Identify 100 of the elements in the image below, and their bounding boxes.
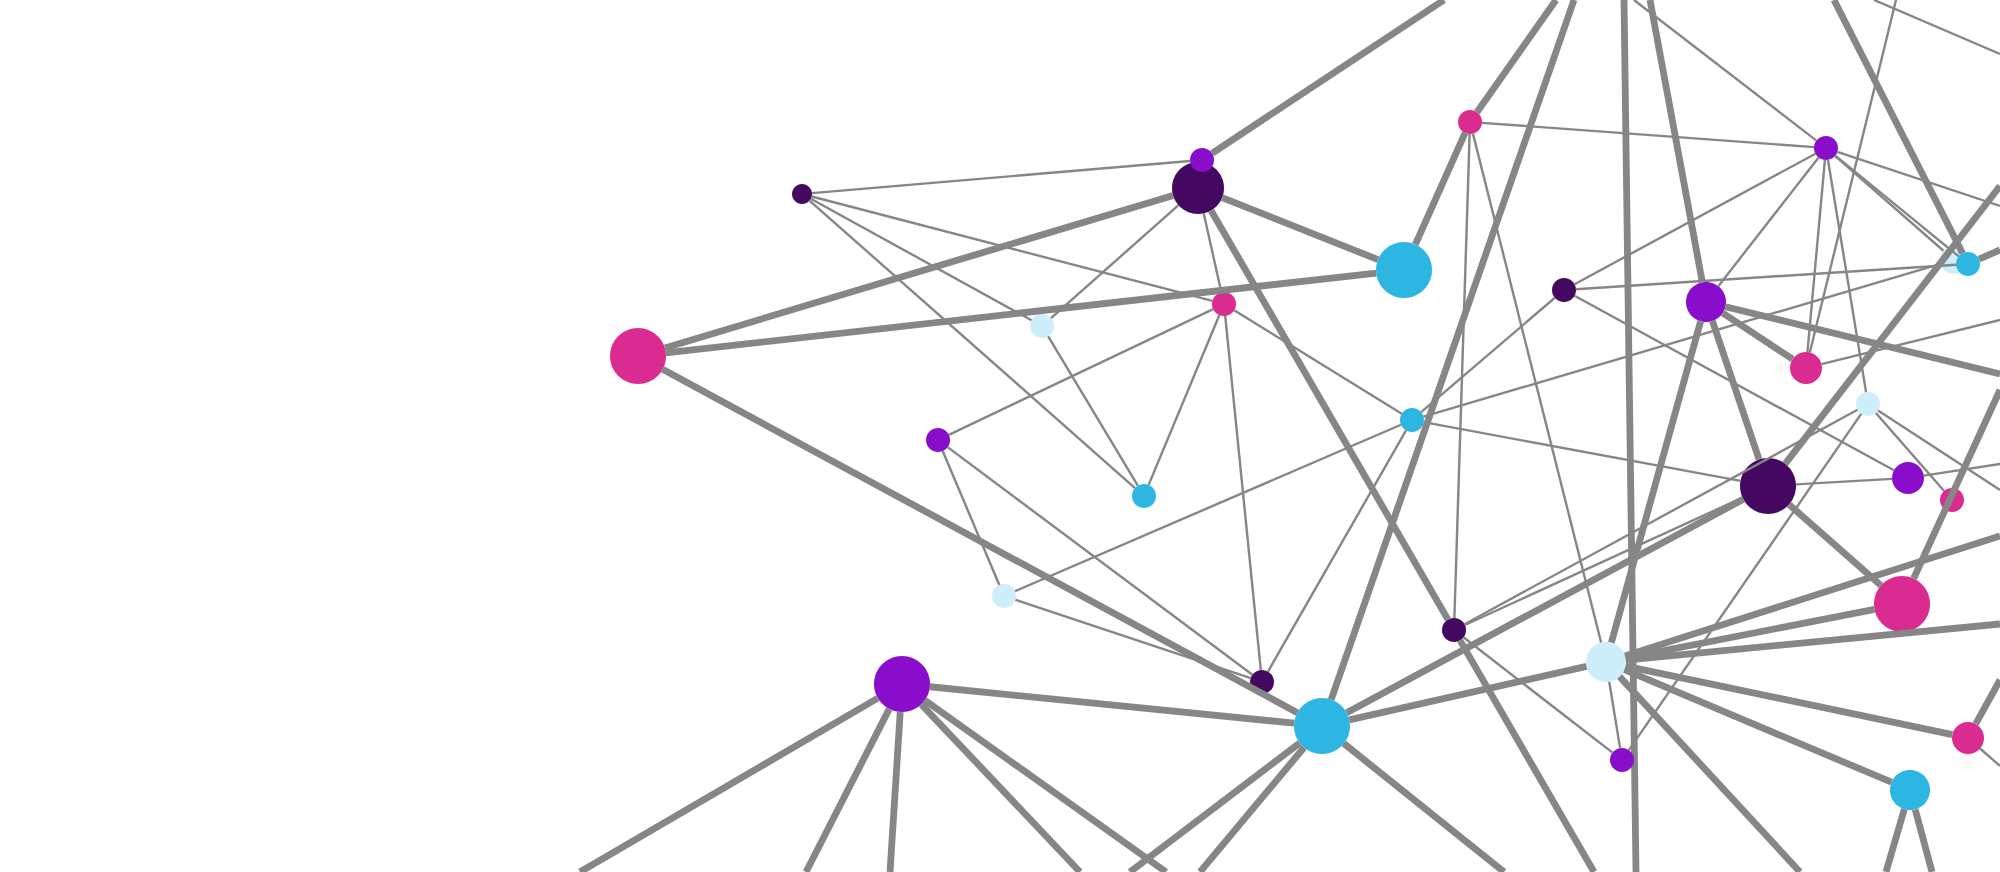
- node-dot: [1856, 391, 1880, 416]
- connector-line: [1050, 204, 1180, 319]
- node-dot: [1814, 135, 1838, 160]
- connector-line: [886, 711, 904, 872]
- connector-line: [1821, 318, 2000, 366]
- connector-line: [1608, 681, 1622, 749]
- node-dot: [1952, 721, 1984, 754]
- node-dot: [1294, 697, 1350, 754]
- connector-line: [1837, 150, 2000, 208]
- node-dot: [1790, 351, 1822, 384]
- node-dot: [1892, 461, 1924, 494]
- connector-line: [1345, 496, 1745, 716]
- connector-line: [1977, 246, 2000, 263]
- connector-line: [941, 450, 1001, 586]
- connector-line: [1481, 121, 1815, 149]
- node-dot: [874, 655, 930, 712]
- connector-line: [1972, 678, 2000, 726]
- connector-line: [1457, 638, 1597, 872]
- node-dot: [1190, 147, 1214, 172]
- connector-line: [1014, 423, 1402, 593]
- connector-line: [1923, 462, 2000, 477]
- connector-line: [1608, 320, 1704, 644]
- connector-line: [1623, 666, 1893, 786]
- node-dot: [1172, 161, 1224, 214]
- connector-line: [1462, 636, 1614, 754]
- connector-line: [1633, 0, 1818, 142]
- connector-line: [578, 695, 880, 872]
- connector-line: [1220, 194, 1380, 263]
- node-dot: [1442, 617, 1466, 642]
- connector-line: [1709, 319, 1763, 461]
- connector-line: [1266, 429, 1408, 673]
- connector-line: [665, 269, 1377, 357]
- node-dot: [792, 183, 812, 204]
- connector-line: [1573, 294, 1895, 472]
- connector-line: [1875, 412, 1945, 492]
- connector-line: [1197, 745, 1307, 872]
- node-dot: [1458, 110, 1482, 134]
- node-dot: [1250, 669, 1274, 694]
- connector-line: [808, 199, 1136, 489]
- connector-line: [1423, 421, 1741, 483]
- connector-line: [918, 701, 1083, 872]
- connector-line: [1782, 183, 2000, 466]
- node-dot: [1586, 641, 1626, 682]
- connector-line: [1911, 808, 1936, 872]
- connector-line: [1724, 303, 2000, 378]
- node-dot: [1740, 457, 1796, 514]
- connector-line: [1224, 315, 1262, 671]
- connector-line: [946, 446, 1254, 676]
- connector-line: [1806, 159, 1827, 353]
- node-dot: [1552, 277, 1576, 302]
- node-dot: [1940, 487, 1964, 512]
- connector-line: [1463, 408, 1859, 626]
- node-dot: [1212, 291, 1236, 316]
- connector-line: [1627, 413, 1863, 751]
- node-dot: [926, 427, 950, 452]
- connector-line: [1625, 606, 1876, 662]
- node-dot: [1030, 313, 1054, 338]
- connector-line: [1617, 674, 1803, 872]
- node-dot: [992, 583, 1016, 608]
- node-dot: [1890, 769, 1930, 810]
- connector-line: [1834, 154, 1960, 258]
- connector-line: [1015, 598, 1251, 680]
- connector-line: [811, 159, 1191, 195]
- connector-line: [1341, 740, 1507, 872]
- connector-line: [1127, 740, 1302, 872]
- connector-line: [1474, 0, 1559, 115]
- connector-line: [803, 707, 893, 872]
- connector-line: [1826, 159, 1868, 393]
- connector-line: [1786, 501, 1884, 588]
- connector-line: [1575, 263, 1957, 291]
- connector-line: [1830, 0, 1966, 255]
- connector-line: [1047, 335, 1139, 487]
- connector-line: [810, 197, 1033, 322]
- connector-line: [1624, 532, 2000, 660]
- node-dot: [1874, 575, 1930, 632]
- connector-line: [1834, 154, 1945, 252]
- connector-line: [1808, 0, 1898, 353]
- connector-line: [1202, 213, 1223, 293]
- connector-line: [1208, 208, 1451, 622]
- connector-line: [1910, 388, 2000, 580]
- node-dot: [610, 327, 666, 384]
- connector-line: [1348, 663, 1588, 724]
- connector-line: [1574, 152, 1817, 286]
- node-dot: [1376, 241, 1432, 298]
- connector-line: [1464, 496, 1744, 627]
- connector-line: [948, 308, 1214, 436]
- connector-line: [1624, 662, 1954, 738]
- connector-line: [1327, 0, 1578, 701]
- node-dot: [1132, 483, 1156, 508]
- connector-line: [1147, 314, 1221, 486]
- node-dot: [1686, 281, 1726, 322]
- connector-line: [1233, 309, 1403, 415]
- connector-line: [1625, 620, 2000, 664]
- connector-line: [922, 697, 1168, 872]
- connector-line: [1412, 131, 1469, 246]
- connector-line: [929, 683, 1295, 727]
- node-dot: [1610, 747, 1634, 772]
- connector-line: [1882, 808, 1908, 872]
- node-dot: [1400, 407, 1424, 432]
- connector-line: [1979, 747, 2000, 767]
